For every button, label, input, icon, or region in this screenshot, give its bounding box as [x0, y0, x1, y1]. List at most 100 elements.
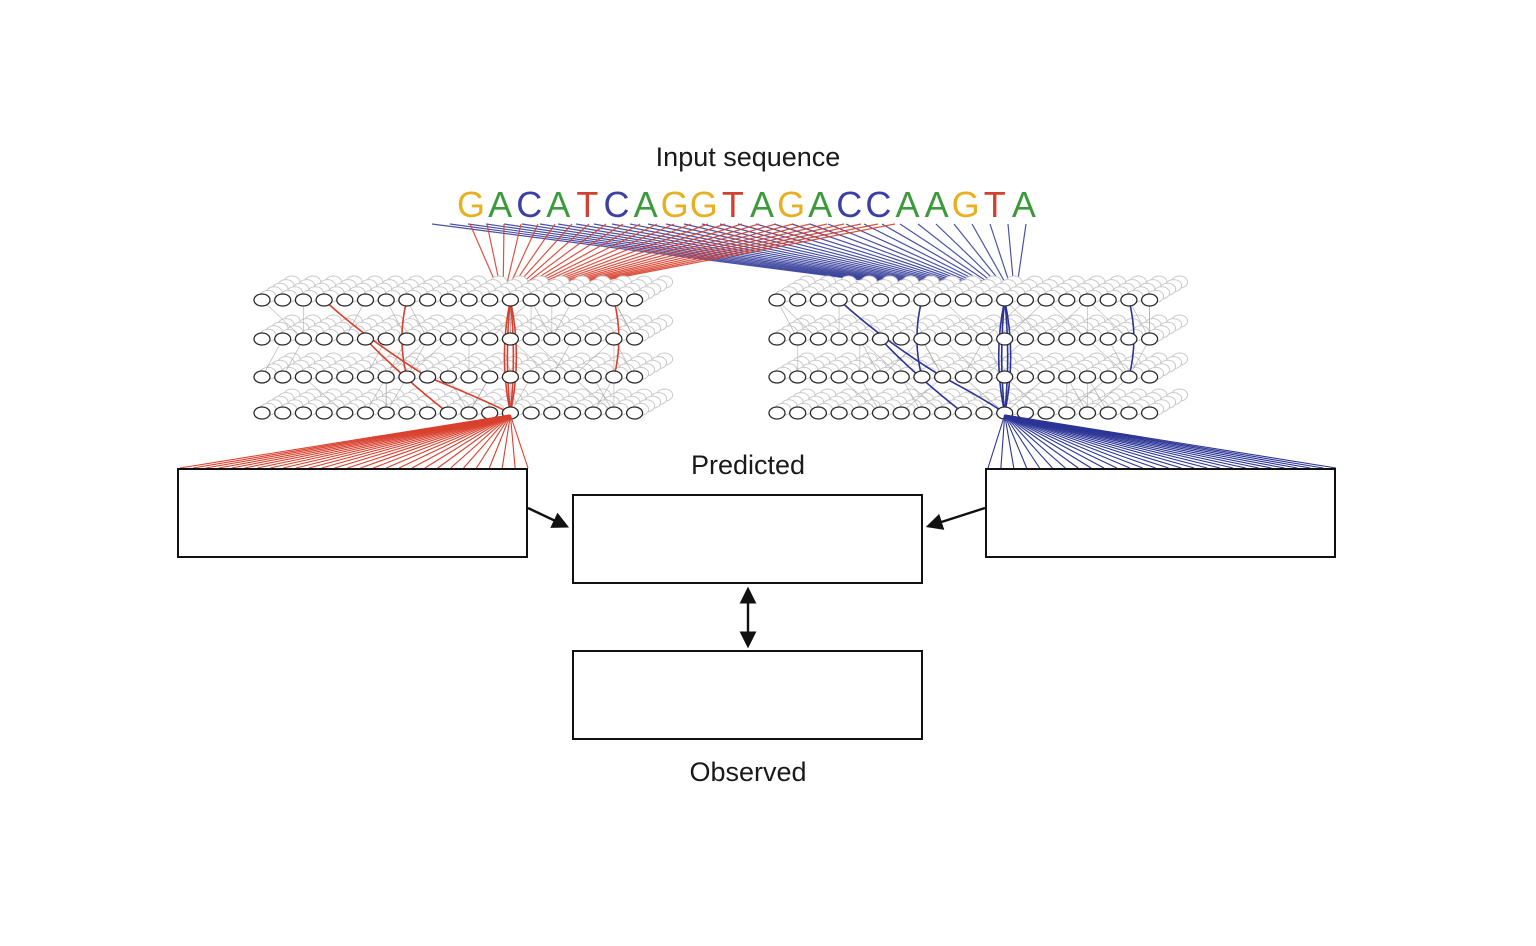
network-node — [1120, 406, 1138, 420]
network-node — [996, 332, 1014, 346]
fan-line — [398, 414, 511, 469]
network-node — [1058, 332, 1076, 346]
network-node — [1140, 370, 1159, 384]
fan-line — [450, 414, 511, 469]
layer-connection — [880, 338, 923, 378]
network-node — [398, 332, 416, 346]
left-network — [253, 275, 674, 420]
receptive-path — [997, 299, 1006, 414]
sequence-base: A — [546, 184, 571, 225]
fan-line — [437, 414, 511, 469]
network-node — [439, 406, 457, 420]
network-node — [933, 406, 952, 420]
layer-connection — [1004, 299, 1047, 340]
network-node — [851, 293, 869, 307]
network-node — [892, 406, 910, 420]
layer-connection — [942, 299, 985, 340]
network-node — [274, 293, 292, 307]
network-node — [1016, 332, 1035, 346]
layer-connection — [261, 338, 284, 378]
fan-line — [308, 414, 511, 469]
network-node — [954, 370, 972, 384]
fan-line — [1000, 414, 1006, 469]
sequence-base: C — [836, 184, 863, 225]
network-node — [563, 332, 582, 346]
network-node — [1099, 332, 1117, 346]
network-node — [625, 293, 644, 307]
network-node — [851, 370, 869, 384]
layer-connection — [776, 299, 819, 340]
network-node — [377, 370, 395, 384]
network-node — [377, 332, 395, 346]
layer-connection — [1107, 338, 1130, 378]
fan-line — [488, 414, 511, 469]
fan-line — [1004, 414, 1066, 469]
network-node — [913, 370, 931, 384]
network-node — [1120, 370, 1138, 384]
network-node — [830, 370, 848, 384]
sequence-base: A — [924, 184, 949, 225]
sequence-base: A — [1011, 184, 1036, 225]
network-node — [892, 332, 910, 346]
sequence-base: A — [633, 184, 658, 225]
layer-connection — [385, 338, 408, 378]
network-node — [605, 406, 623, 420]
network-node — [768, 332, 786, 346]
layer-connection — [365, 338, 387, 378]
right-network — [768, 275, 1189, 420]
receptive-path — [503, 299, 512, 414]
network-node — [356, 293, 375, 307]
network-node — [1078, 406, 1097, 420]
network-node — [809, 370, 828, 384]
layer-connection — [921, 338, 943, 378]
network-node — [543, 332, 561, 346]
network-node — [1140, 293, 1159, 307]
network-node — [501, 370, 520, 384]
network-node — [1037, 370, 1055, 384]
network-node — [294, 370, 313, 384]
observed-label: Observed — [689, 757, 807, 787]
fan-line — [1004, 414, 1130, 469]
network-node — [933, 293, 952, 307]
network-node — [1140, 406, 1159, 420]
network-node — [356, 332, 375, 346]
layer-connection — [983, 338, 1026, 378]
network-node — [892, 293, 910, 307]
receptive-path — [509, 299, 515, 414]
fan-line — [1004, 414, 1169, 469]
fan-line — [987, 414, 1006, 469]
network-node — [418, 406, 437, 420]
fan-line — [1004, 414, 1143, 469]
layer-connection — [572, 338, 615, 378]
predicted-label: Predicted — [690, 450, 806, 480]
fan-line — [463, 414, 511, 469]
network-node — [543, 370, 561, 384]
network-node — [336, 370, 354, 384]
network-node — [996, 293, 1014, 307]
layer-connection — [530, 299, 553, 340]
layer-connection — [385, 299, 408, 340]
network-node — [398, 406, 416, 420]
network-node — [789, 332, 807, 346]
sequence-base: G — [689, 184, 718, 225]
network-node — [315, 370, 333, 384]
network-node — [522, 332, 540, 346]
fan-line — [386, 414, 511, 469]
network-node — [481, 370, 499, 384]
fan-line — [1004, 414, 1053, 469]
layer-connection — [942, 338, 985, 378]
sequence-base: C — [603, 184, 630, 225]
network-node — [1120, 293, 1138, 307]
network-node — [336, 332, 354, 346]
network-node — [768, 370, 786, 384]
network-node — [789, 406, 807, 420]
network-node — [563, 406, 582, 420]
network-node — [933, 332, 952, 346]
receptive-path — [1003, 299, 1009, 414]
network-node — [830, 406, 848, 420]
network-node — [481, 332, 499, 346]
sequence-base: A — [895, 184, 920, 225]
layer-connection — [776, 299, 799, 340]
network-node — [605, 332, 623, 346]
